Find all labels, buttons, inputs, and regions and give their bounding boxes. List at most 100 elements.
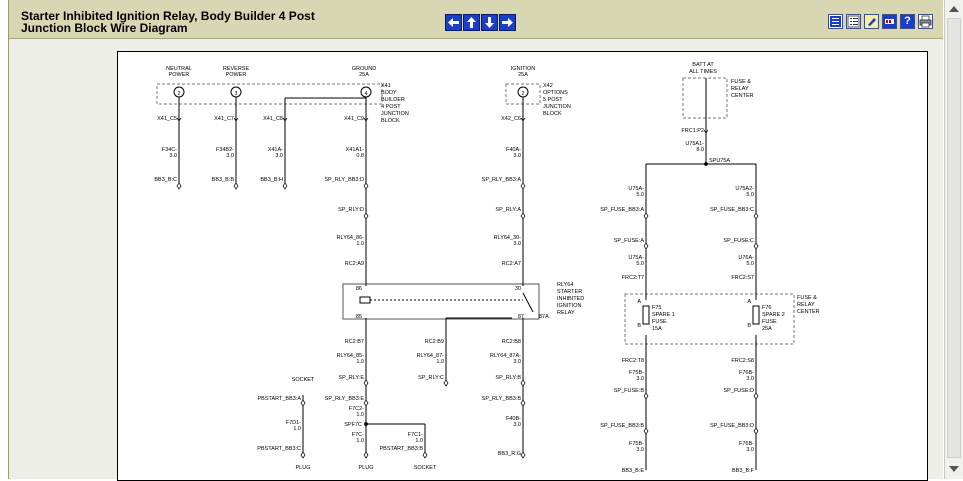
u76a-wire: U76A-	[738, 255, 754, 261]
post-3-number: 4	[365, 91, 368, 97]
title-line-2: Junction Block Wire Diagram	[21, 21, 188, 35]
page-title: Starter Inhibited Ignition Relay, Body B…	[21, 10, 315, 34]
f7c2-wire: F7C2-	[349, 406, 364, 412]
x42-label-4: BLOCK	[543, 111, 562, 117]
rly64-85-wire: RLY64_85-	[337, 353, 365, 359]
socket-top-label: SOCKET	[292, 377, 315, 383]
f75-pin-b: B	[637, 323, 641, 329]
ground-label-1: GROUND	[352, 66, 376, 72]
f34c-gauge: 3.0	[169, 153, 177, 159]
sp-rly-c-label: SP_RLY:C	[418, 375, 444, 381]
rly64-87-wire: RLY64_87-	[417, 353, 445, 359]
frc-top-label-1: RELAY	[731, 86, 749, 92]
f75b-2-wire: F75B-	[629, 441, 644, 447]
f76b-1-gauge: 3.0	[746, 376, 754, 382]
ignition-label-1: IGNITION	[511, 66, 535, 72]
f75b-2-gauge: 3.0	[636, 447, 644, 453]
help-icon: ?	[904, 15, 911, 27]
fuse-relay-center-top-outline	[682, 77, 728, 119]
frc2-s7-label: FRC2:S7	[731, 275, 754, 281]
frc-mid-label-0: FUSE &	[797, 295, 817, 301]
rc2-a7-label: RC2:A7	[502, 261, 521, 267]
relay-label-4: RELAY	[557, 310, 575, 316]
plug-1-label: PLUG	[296, 465, 311, 471]
list-button[interactable]	[846, 14, 861, 29]
sp-fuse-a-label: SP_FUSE:A	[614, 238, 645, 244]
u75a-fl-gauge: 5.0	[636, 261, 644, 267]
reverse-power-label-2: POWER	[226, 72, 247, 78]
glossary-button[interactable]	[882, 14, 897, 29]
rly64-30-gauge: 3.0	[513, 241, 521, 247]
bb3-bb-label: BB3_B:B	[212, 177, 235, 183]
x42-label-2: 5 POST	[543, 97, 563, 103]
f7c1-wire: F7C1-	[408, 432, 423, 438]
print-button[interactable]	[918, 14, 933, 29]
back-arrow-button[interactable]	[445, 14, 462, 31]
up-arrow-icon	[467, 17, 476, 28]
glossary-icon	[883, 15, 896, 28]
rly64-87a-gauge: 3.0	[513, 359, 521, 365]
rly64-87-gauge: 1.0	[436, 359, 444, 365]
rc2-b7-label: RC2:B7	[345, 339, 364, 345]
table-of-contents-button[interactable]	[828, 14, 843, 29]
wire-diagram: NEUTRAL POWER REVERSE POWER GROUND 25A I…	[154, 62, 819, 474]
sp-rly-d-label: SP_RLY:D	[338, 207, 364, 213]
header-bar: Starter Inhibited Ignition Relay, Body B…	[9, 0, 943, 39]
back-arrow-icon	[448, 18, 459, 27]
x41-junction-block-outline	[156, 83, 383, 105]
pin-86: 86	[356, 286, 362, 292]
ground-label-2: 25A	[359, 72, 369, 78]
up-arrow-button[interactable]	[463, 14, 480, 31]
post-1-number: 2	[178, 91, 181, 97]
f7c-gauge: 1.0	[356, 438, 364, 444]
f40a-wire: F40A-	[506, 147, 521, 153]
scroll-up-arrow-icon[interactable]	[949, 6, 959, 12]
rly64-30-wire: RLY64_30-	[494, 235, 522, 241]
u75a2-wire: U75A2-	[735, 186, 754, 192]
help-button[interactable]: ?	[900, 14, 915, 29]
f76-label-3: 25A	[762, 326, 772, 332]
f76-label-1: SPARE 2	[762, 312, 785, 318]
f34c-wire: F34C-	[162, 147, 177, 153]
pbstart-bb3-c-label: PBSTART_BB3:C	[257, 446, 301, 452]
neutral-power-label-2: POWER	[169, 72, 190, 78]
sp-fuse-b-label: SP_FUSE:B	[614, 388, 645, 394]
socket-bottom-label: SOCKET	[414, 465, 437, 471]
u75a-left-gauge: 5.0	[636, 192, 644, 198]
bb3-bh-label: BB3_B:H	[260, 177, 283, 183]
f75-label-0: F75	[652, 305, 661, 311]
f75-label-1: SPARE 1	[652, 312, 675, 318]
vertical-scrollbar[interactable]	[944, 0, 963, 479]
sp-rly-b-label: SP_RLY:B	[495, 375, 521, 381]
bb3-bc-label: BB3_B:C	[154, 177, 177, 183]
forward-arrow-button[interactable]	[499, 14, 516, 31]
spu75a-label: SPU75A	[709, 158, 730, 164]
sp-fuse-bb3-a-label: SP_FUSE_BB3:A	[600, 207, 644, 213]
rc2-b8-label: RC2:B8	[502, 339, 521, 345]
x41-c5-label: X41_C5	[157, 116, 177, 122]
highlighter-button[interactable]	[864, 14, 879, 29]
sp-rly-bb3-a-label: SP_RLY_BB3:A	[482, 177, 522, 183]
scroll-down-arrow-icon[interactable]	[949, 466, 959, 472]
pin-30: 30	[515, 286, 521, 292]
bb3-rg-label: BB3_R:G	[498, 451, 521, 457]
forward-arrow-icon	[502, 18, 513, 27]
sp-fuse-c-label: SP_FUSE:C	[723, 238, 754, 244]
sp-rly-e-label: SP_RLY:E	[338, 375, 364, 381]
f34b2-wire: F34B2-	[216, 147, 234, 153]
rly64-86-gauge: 1.0	[356, 241, 364, 247]
f7d1-wire: F7D1-	[286, 420, 301, 426]
fuse-relay-center-mid-outline	[624, 293, 795, 345]
f7c1-gauge: 1.0	[415, 438, 423, 444]
relay-label-3: IGNITION	[557, 303, 581, 309]
rly64-relay-outline	[342, 283, 540, 320]
scroll-thumb[interactable]	[947, 18, 961, 458]
f75-label-2: FUSE	[652, 319, 667, 325]
down-arrow-button[interactable]	[481, 14, 498, 31]
batt-label-2: ALL TIMES	[689, 69, 717, 75]
f40b-wire: F40B-	[506, 416, 521, 422]
post-2-number: 3	[235, 91, 238, 97]
x41a-wire: X41A-	[268, 147, 283, 153]
f76-label-0: F76	[762, 305, 771, 311]
f40a-gauge: 3.0	[513, 153, 521, 159]
